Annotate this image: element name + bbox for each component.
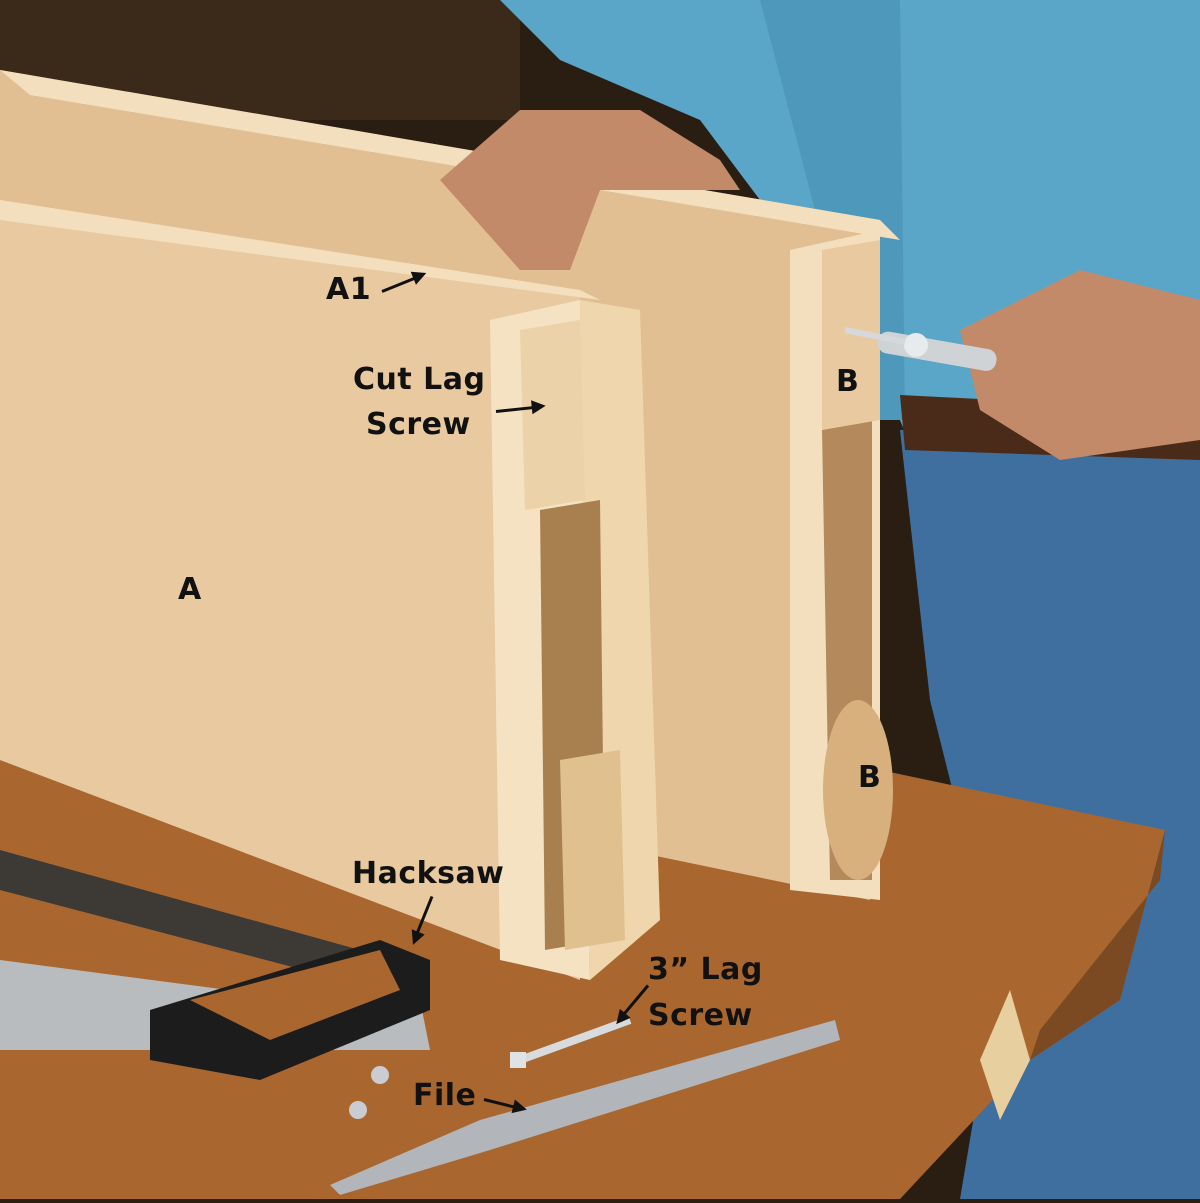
label-lag-screw-line1: 3” Lag [648,952,763,987]
label-file: File [413,1078,477,1113]
label-cut-lag-screw-line2: Screw [366,407,471,442]
label-hacksaw: Hacksaw [352,856,505,891]
label-b-top: B [836,364,860,399]
label-lag-screw-line2: Screw [648,998,753,1033]
label-cut-lag-screw-line1: Cut Lag [353,362,486,397]
label-a: A [178,572,202,607]
label-a1: A1 [326,272,372,307]
label-b-bottom: B [858,760,882,795]
